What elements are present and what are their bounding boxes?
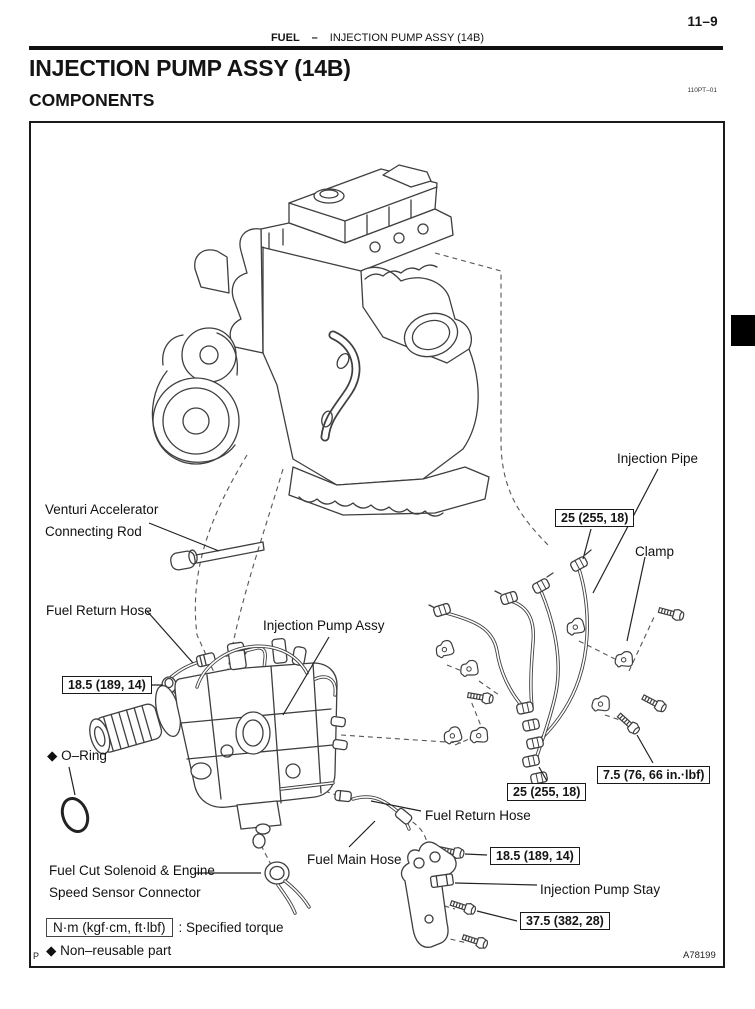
o-ring-drawing — [60, 797, 90, 833]
injection-pipes-drawing — [428, 549, 592, 786]
injection-pump-drawing — [89, 637, 348, 835]
page-edge-tab — [731, 315, 755, 346]
label-fuel-return-hose-right: Fuel Return Hose — [425, 808, 531, 823]
section-subtitle: COMPONENTS — [29, 90, 155, 110]
running-head-section: FUEL — [270, 32, 300, 44]
label-injection-pump-stay: Injection Pump Stay — [540, 882, 661, 897]
header-rule — [29, 46, 723, 50]
torque-legend: N·m (kgf·cm, ft·lbf) : Specified torque — [46, 918, 284, 937]
running-head: FUEL–INJECTION PUMP ASSY (14B) — [0, 32, 755, 44]
label-injection-pipe: Injection Pipe — [617, 451, 699, 466]
label-o-ring: ◆ O–Ring — [47, 748, 107, 763]
label-fuel-main-hose: Fuel Main Hose — [307, 852, 402, 867]
figure-code: A78199 — [683, 950, 716, 961]
label-venturi-accelerator-connecting-rod: Venturi Accelerator Connecting Rod — [45, 502, 159, 539]
components-figure: Venturi Accelerator Connecting Rod Fuel … — [29, 121, 725, 968]
exploded-diagram — [60, 164, 686, 951]
running-head-subsection: INJECTION PUMP ASSY (14B) — [329, 32, 485, 44]
label-clamp: Clamp — [635, 544, 675, 559]
doc-code: 110PT–01 — [687, 87, 717, 94]
torque-legend-note: : Specified torque — [178, 920, 284, 935]
pump-stay-drawing — [400, 841, 457, 948]
engine-drawing — [151, 164, 490, 517]
running-head-separator: – — [311, 32, 318, 44]
fuel-main-hose-drawing — [334, 789, 413, 831]
torque-box-fuel-return-union: 18.5 (189, 14) — [62, 676, 152, 694]
torque-unit-box: N·m (kgf·cm, ft·lbf) — [46, 918, 173, 937]
page-number: 11–9 — [687, 14, 718, 29]
torque-box-injection-pipe-lower: 25 (255, 18) — [507, 783, 587, 801]
assembly-dashed-lines — [172, 252, 656, 944]
torque-box-stay-upper-bolt: 18.5 (189, 14) — [490, 847, 580, 865]
venturi-rod-drawing — [170, 541, 265, 571]
torque-box-clamp-bolt: 7.5 (76, 66 in.·lbf) — [597, 766, 711, 784]
torque-box-injection-pipe-upper: 25 (255, 18) — [555, 509, 635, 527]
label-fuel-cut-solenoid-connector: Fuel Cut Solenoid & Engine Speed Sensor … — [49, 863, 215, 900]
label-fuel-return-hose-left: Fuel Return Hose — [46, 603, 152, 618]
fuel-cut-connector-drawing — [252, 833, 311, 915]
label-leader-lines — [68, 468, 659, 922]
non-reusable-legend: ◆ Non–reusable part — [46, 943, 172, 958]
torque-box-stay-lower-bolt: 37.5 (382, 28) — [520, 912, 610, 930]
label-injection-pump-assy: Injection Pump Assy — [263, 618, 385, 633]
page-corner-mark: P — [33, 951, 40, 961]
page-title: INJECTION PUMP ASSY (14B) — [29, 55, 351, 81]
